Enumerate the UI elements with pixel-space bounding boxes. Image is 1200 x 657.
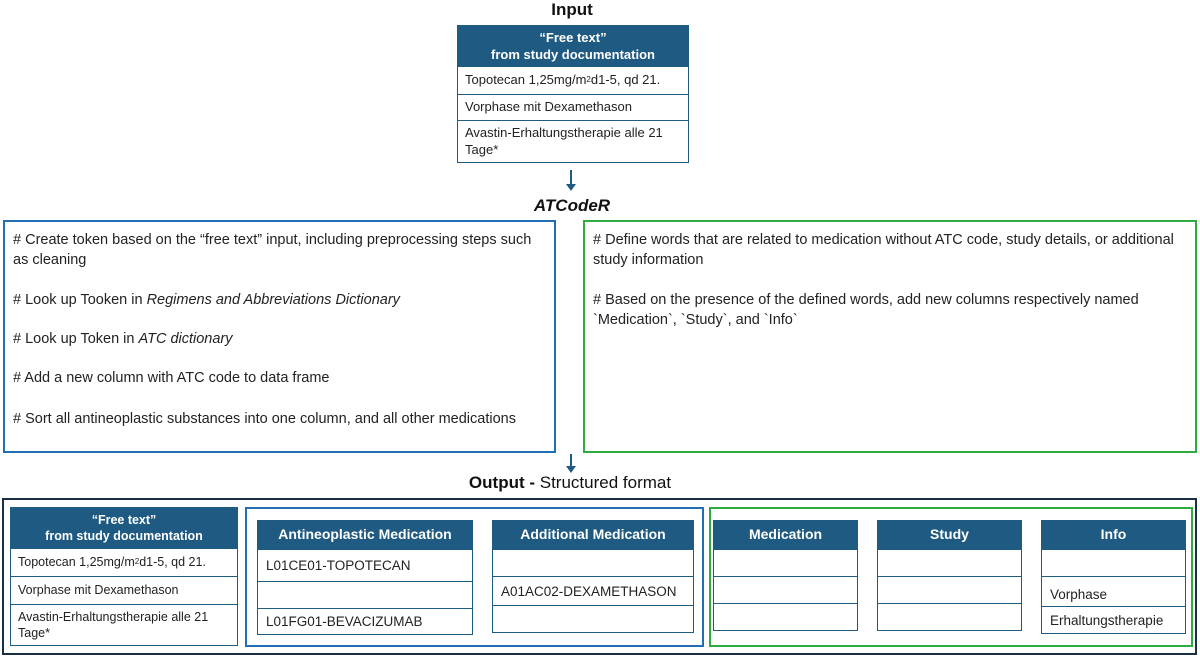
output-title-rest: Structured format <box>535 473 672 492</box>
col-medication-header: Medication <box>713 520 858 550</box>
input-row-2-text: Vorphase mit Dexamethason <box>465 99 632 115</box>
col-antineoplastic-cell-2 <box>257 582 473 609</box>
atcoder-title: ATCodeR <box>533 196 611 215</box>
output-row-1-text-after: d1-5, qd 21. <box>139 555 206 570</box>
output-row-3-text: Avastin-Erhaltungstherapie alle 21 Tage* <box>18 610 209 641</box>
col-medication-cell-2 <box>713 577 858 604</box>
col-additional-cell-1 <box>492 550 694 577</box>
col-antineoplastic-cell-1: L01CE01-TOPOTECAN <box>257 550 473 582</box>
input-table: “Free text” from study documentation Top… <box>457 25 689 163</box>
col-antineoplastic-cell-3: L01FG01-BEVACIZUMAB <box>257 609 473 635</box>
input-row-2: Vorphase mit Dexamethason <box>458 94 688 120</box>
output-row-3: Avastin-Erhaltungstherapie alle 21 Tage* <box>11 604 237 645</box>
right-step-1: # Define words that are related to medic… <box>593 232 1174 269</box>
output-row-1-text: Topotecan 1,25mg/m <box>18 555 135 570</box>
output-freetext-header: “Free text” from study documentation <box>11 508 237 549</box>
col-antineoplastic: Antineoplastic Medication L01CE01-TOPOTE… <box>257 520 473 635</box>
input-header-line2: from study documentation <box>491 46 655 62</box>
col-additional-cell-2: A01AC02-DEXAMETHASON <box>492 577 694 606</box>
right-step-2: # Based on the presence of the defined w… <box>593 291 1139 328</box>
output-title: Output - Structured format <box>400 473 740 493</box>
input-title: Input <box>551 0 593 19</box>
arrow-input-to-atcoder-head <box>566 184 576 191</box>
arrow-atcoder-to-output-head <box>566 466 576 473</box>
input-row-1-sup: 2 <box>586 75 591 85</box>
left-step-3-text: # Look up Token in <box>13 330 139 347</box>
col-medication-cell-1 <box>713 550 858 577</box>
output-row-1-sup: 2 <box>134 557 140 567</box>
output-row-2-text: Vorphase mit Dexamethason <box>18 583 179 598</box>
col-study-cell-2 <box>877 577 1022 604</box>
col-info-cell-3: Erhaltungstherapie <box>1041 607 1186 634</box>
output-green-group <box>709 507 1193 647</box>
col-study-header: Study <box>877 520 1022 550</box>
left-step-2: # Look up Tooken in Regimens and Abbrevi… <box>13 290 546 310</box>
output-header-line2: from study documentation <box>45 528 203 543</box>
arrow-atcoder-to-output <box>570 454 572 466</box>
col-study: Study <box>877 520 1022 631</box>
arrow-input-to-atcoder <box>570 170 572 184</box>
atcoder-right-box: # Define words that are related to medic… <box>583 220 1197 453</box>
col-medication: Medication <box>713 520 858 631</box>
atcoder-left-box: # Create token based on the “free text” … <box>3 220 556 453</box>
input-header-line1: “Free text” <box>539 30 607 46</box>
output-blue-group <box>245 507 704 647</box>
input-row-3-text: Avastin-Erhaltungstherapie alle 21 Tage* <box>465 125 663 157</box>
output-row-2: Vorphase mit Dexamethason <box>11 576 237 604</box>
left-step-2-text: # Look up Tooken in <box>13 291 147 308</box>
col-antineoplastic-header: Antineoplastic Medication <box>257 520 473 550</box>
left-step-4: # Add a new column with ATC code to data… <box>13 370 330 387</box>
col-study-cell-1 <box>877 550 1022 577</box>
col-additional-cell-3 <box>492 606 694 633</box>
left-step-3: # Look up Token in ATC dictionary <box>13 329 546 349</box>
output-title-bold: Output - <box>468 473 536 492</box>
left-step-2-dictionary: Regimens and Abbreviations Dictionary <box>146 291 400 308</box>
input-row-1-text: Topotecan 1,25mg/m <box>465 72 587 88</box>
input-table-header: “Free text” from study documentation <box>458 26 688 67</box>
col-additional-header: Additional Medication <box>492 520 694 550</box>
output-freetext-table: “Free text” from study documentation Top… <box>10 507 238 646</box>
output-frame <box>2 498 1197 655</box>
input-row-1-text-after: d1-5, qd 21. <box>590 72 661 88</box>
left-step-1: # Create token based on the “free text” … <box>13 232 532 269</box>
col-info-cell-1 <box>1041 550 1186 577</box>
col-medication-cell-3 <box>713 604 858 631</box>
col-study-cell-3 <box>877 604 1022 631</box>
output-header-line1: “Free text” <box>91 512 157 527</box>
col-additional: Additional Medication A01AC02-DEXAMETHAS… <box>492 520 694 633</box>
col-info-cell-2: Vorphase <box>1041 577 1186 607</box>
left-step-3-dictionary: ATC dictionary <box>138 330 233 347</box>
left-step-5: # Sort all antineoplastic substances int… <box>13 411 516 428</box>
input-row-3: Avastin-Erhaltungstherapie alle 21 Tage* <box>458 120 688 162</box>
col-info-header: Info <box>1041 520 1186 550</box>
col-info: Info Vorphase Erhaltungstherapie <box>1041 520 1186 634</box>
